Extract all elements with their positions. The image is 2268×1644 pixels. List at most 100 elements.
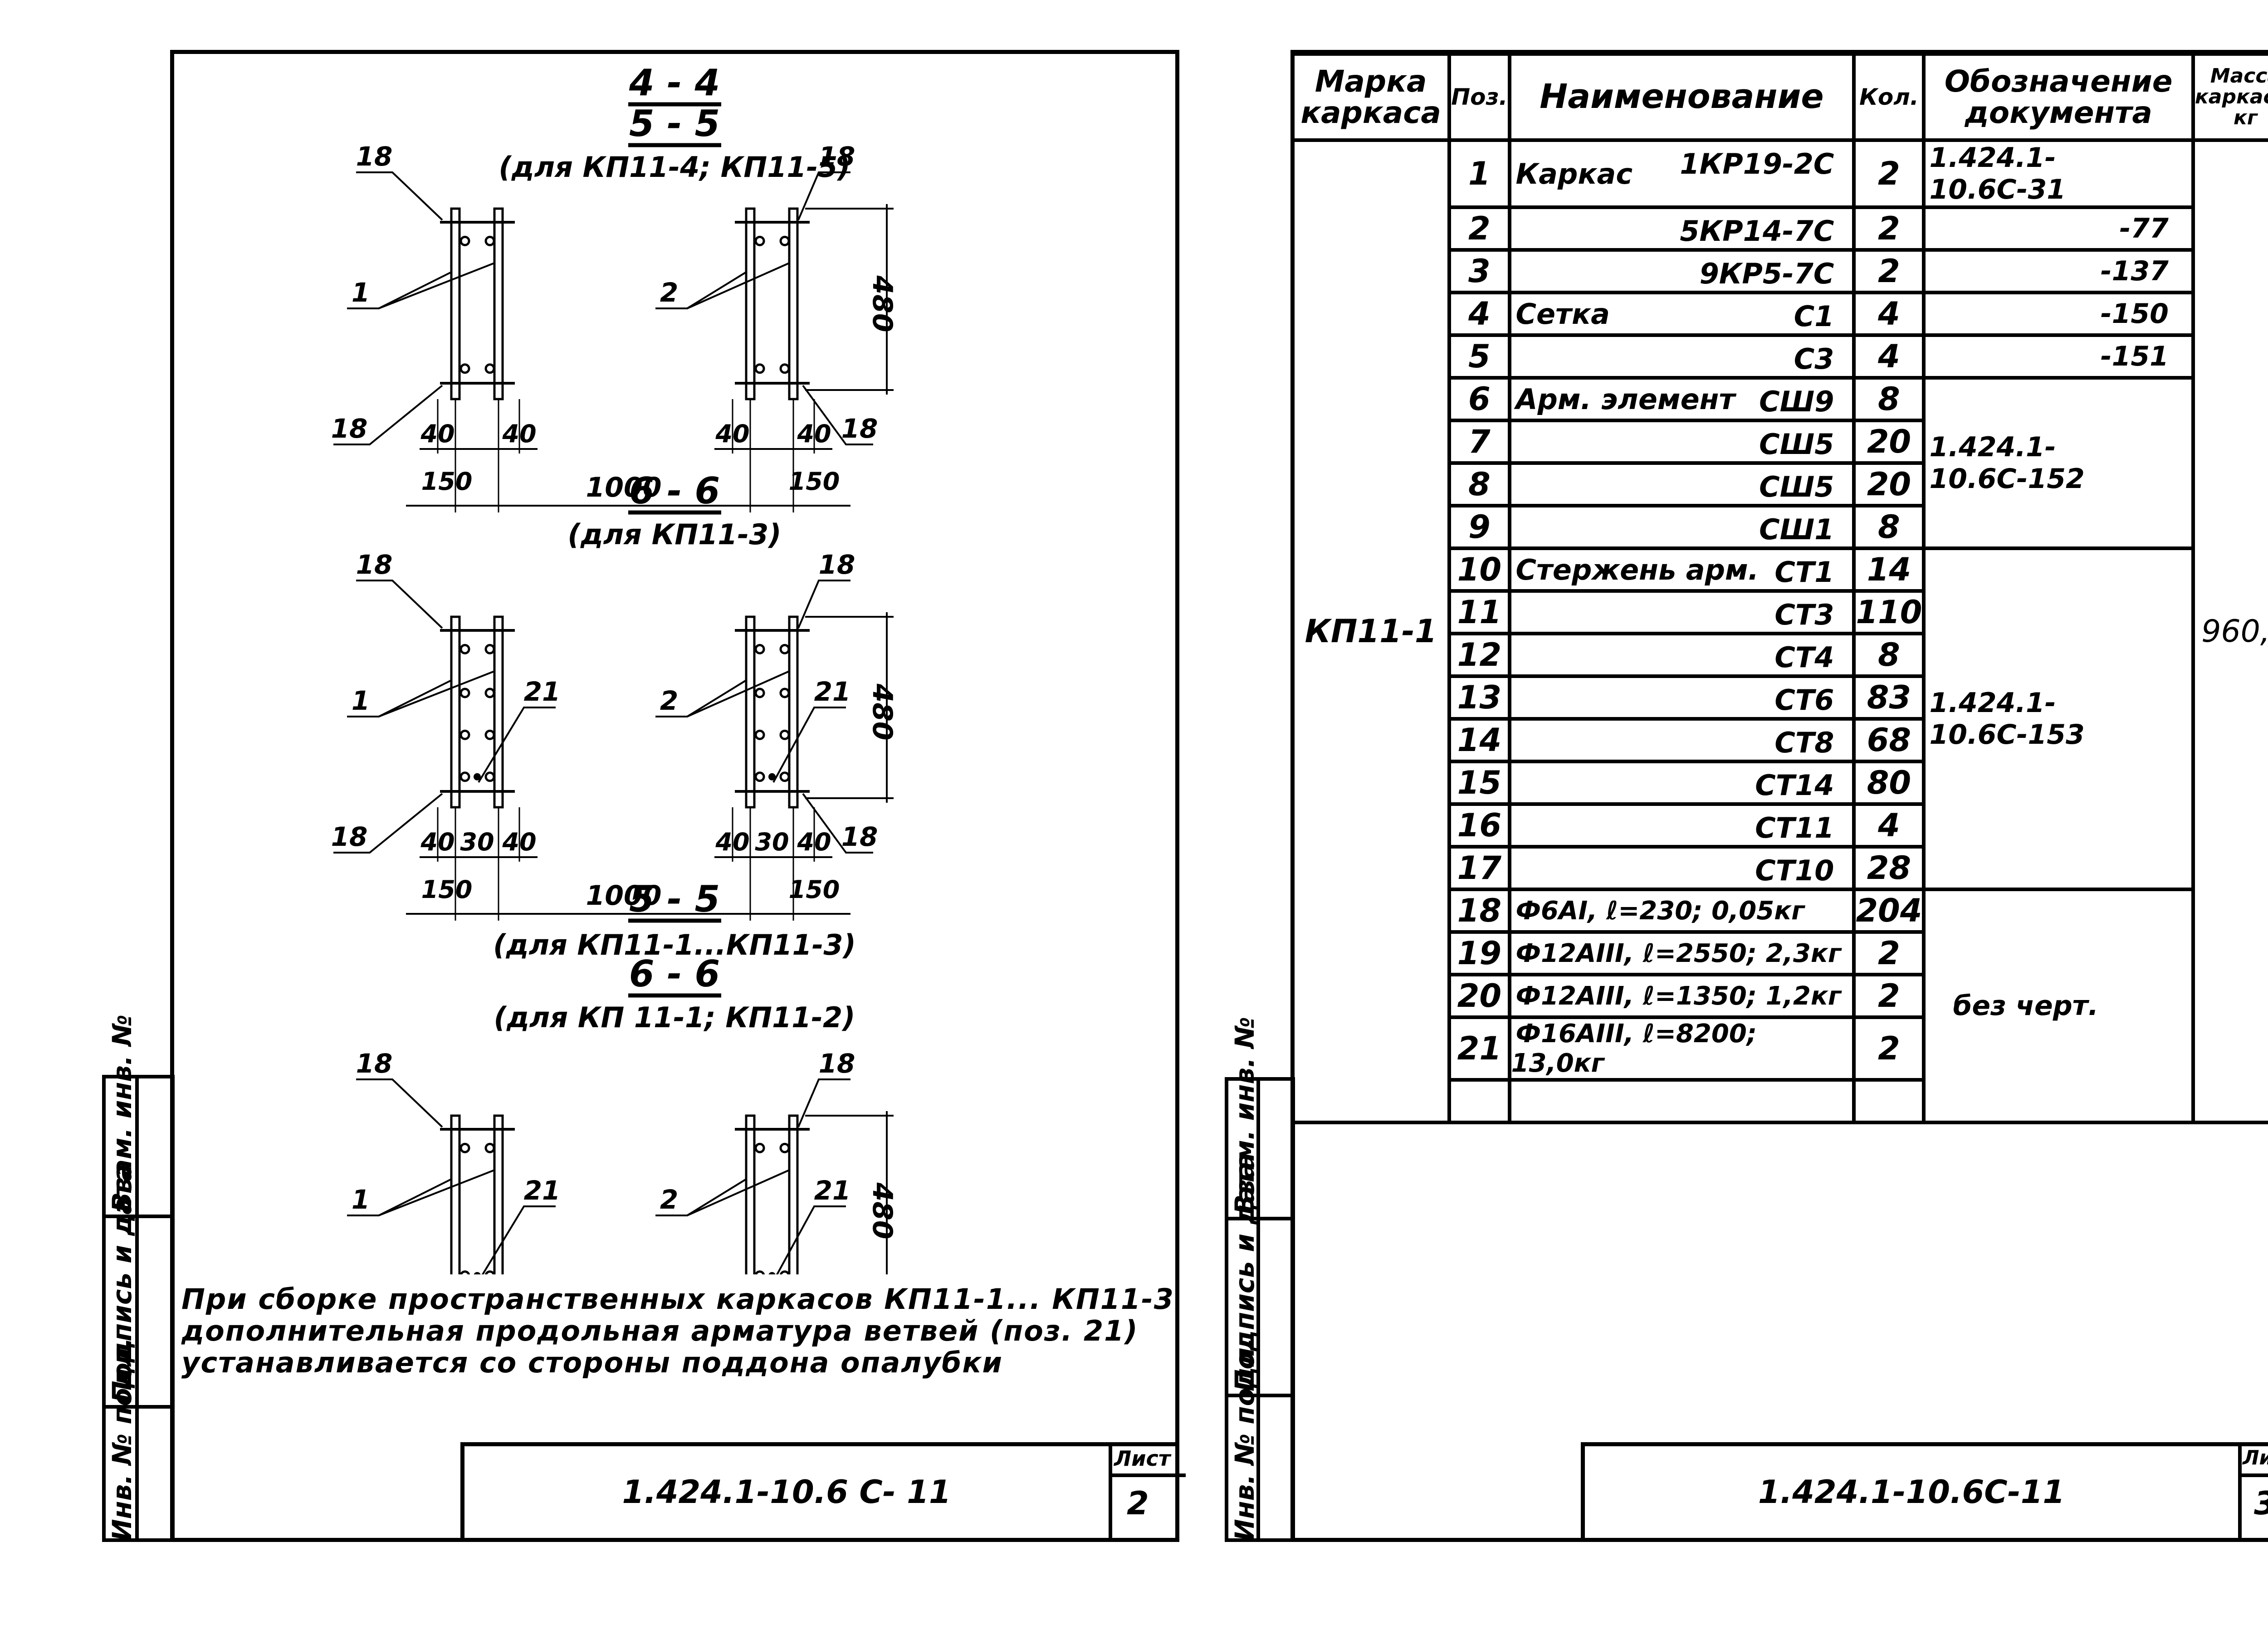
rebar-circle — [459, 688, 470, 698]
rebar-circle — [459, 771, 470, 782]
leader-line — [802, 385, 873, 445]
rebar-21 — [768, 1272, 776, 1274]
rebar-circle — [484, 1142, 495, 1153]
qty-cell: 4 — [1852, 333, 1926, 380]
item-code: СШ9 — [1759, 385, 1834, 418]
leader-line — [797, 580, 850, 629]
name-cell: 9КР5-7С — [1507, 248, 1856, 294]
rebar-circle — [484, 1270, 495, 1274]
section-5-5-6-6: 5 - 5(для КП11-1...КП11-3)6 - 6(для КП 1… — [347, 878, 898, 1274]
leader-line — [797, 171, 850, 220]
name-cell: Каркас 1КР19-2С — [1507, 138, 1856, 209]
dim-480: 480 — [866, 1182, 898, 1239]
section-title-top: 5 - 5 — [629, 878, 720, 920]
item-name — [1511, 1087, 1516, 1116]
item-code: 1КР19-2С — [1680, 147, 1834, 180]
qty-cell: 2 — [1852, 1015, 1926, 1082]
item-name — [1511, 340, 1516, 373]
sheet-left-stamp-code: 1.424.1-10.6 С- 11 — [622, 1473, 951, 1511]
name-cell — [1507, 1078, 1856, 1124]
pos-cell: 11 — [1447, 589, 1511, 635]
item-name: Каркас — [1515, 157, 1633, 190]
callout-21: 21 — [814, 676, 851, 707]
item-name: Ф6АI, ℓ=230; 0,05кг — [1515, 896, 1805, 926]
rebar-21 — [474, 1272, 481, 1274]
note-line-3: устанавливается со стороны поддона опалу… — [181, 1346, 1003, 1379]
header-mass: Масса каркаса, кг — [2191, 52, 2268, 142]
qty-cell: 8 — [1852, 376, 1926, 422]
header-pos: Поз. — [1447, 52, 1511, 142]
dim-150: 150 — [789, 875, 840, 904]
sheet-right-stamp-code: 1.424.1-10.6С-11 — [1758, 1473, 2065, 1511]
sheet-right-sheet-number: 3 — [2254, 1485, 2268, 1522]
item-name — [1511, 212, 1516, 245]
leader-line — [802, 793, 873, 854]
pos-cell: 6 — [1447, 376, 1511, 422]
section-subtitle: (для КП11-3) — [567, 518, 781, 551]
item-name — [1511, 681, 1516, 714]
sheet-left-frame — [170, 50, 1179, 1542]
qty-cell: 4 — [1852, 291, 1926, 337]
callout-mid: 1 — [352, 277, 370, 308]
section-title-bottom: 6 - 6 — [629, 953, 720, 995]
name-cell: Ф12АIII, ℓ=2550; 2,3кг — [1507, 930, 1856, 976]
callout-mid: 2 — [660, 685, 678, 716]
rebar-circle — [484, 644, 495, 654]
pos-cell: 7 — [1447, 419, 1511, 465]
frame-bar — [745, 1114, 756, 1274]
pos-cell: 2 — [1447, 205, 1511, 252]
callout-18-bottom: 18 — [331, 821, 368, 852]
frame-bar — [788, 1114, 799, 1274]
frame-bar — [745, 207, 756, 400]
qty-cell: 14 — [1852, 546, 1926, 593]
name-cell: СТ10 — [1507, 845, 1856, 891]
rebar-circle — [484, 771, 495, 782]
rebar-21 — [768, 773, 776, 781]
callout-18-bottom: 18 — [841, 413, 878, 444]
item-code: СШ5 — [1759, 428, 1834, 461]
callout-mid: 2 — [660, 277, 678, 308]
rebar-circle — [779, 235, 790, 246]
name-cell: Ф6АI, ℓ=230; 0,05кг — [1507, 888, 1856, 934]
callout-mid: 2 — [660, 1184, 678, 1215]
leader-line — [333, 385, 443, 445]
frame-bar — [450, 615, 461, 809]
pos-cell: 14 — [1447, 717, 1511, 763]
assembly-note: При сборке пространственных каркасов КП1… — [181, 1283, 1174, 1379]
item-name — [1511, 766, 1516, 800]
name-cell: СТ4 — [1507, 632, 1856, 678]
item-name: Сетка — [1515, 297, 1610, 331]
qty-cell: 2 — [1852, 138, 1926, 209]
leader-line — [356, 171, 443, 221]
item-code: С1 — [1794, 300, 1834, 333]
sheet-left-sheet-number: 2 — [1127, 1485, 1149, 1522]
name-cell: СТ3 — [1507, 589, 1856, 635]
item-name — [1511, 596, 1516, 629]
frame-bar — [493, 615, 504, 809]
doc-cell: -137 — [1922, 248, 2195, 294]
pos-cell: 20 — [1447, 973, 1511, 1019]
callout-18-bottom: 18 — [841, 821, 878, 852]
sheet-left-side-stamp: Инв. № подл. Подпись и дата Взам. инв. № — [102, 1015, 175, 1542]
qty-cell — [1852, 1078, 1926, 1124]
rebar-21 — [474, 773, 481, 781]
name-cell: СТ14 — [1507, 760, 1856, 806]
item-name — [1511, 425, 1516, 459]
name-cell: 5КР14-7С — [1507, 205, 1856, 252]
header-qty: Кол. — [1852, 52, 1926, 142]
item-code: СТ14 — [1755, 769, 1834, 802]
doc-cell: без черт. — [1922, 888, 2195, 1124]
pos-cell — [1447, 1078, 1511, 1124]
mass-cell: 960,0 — [2191, 138, 2268, 1124]
